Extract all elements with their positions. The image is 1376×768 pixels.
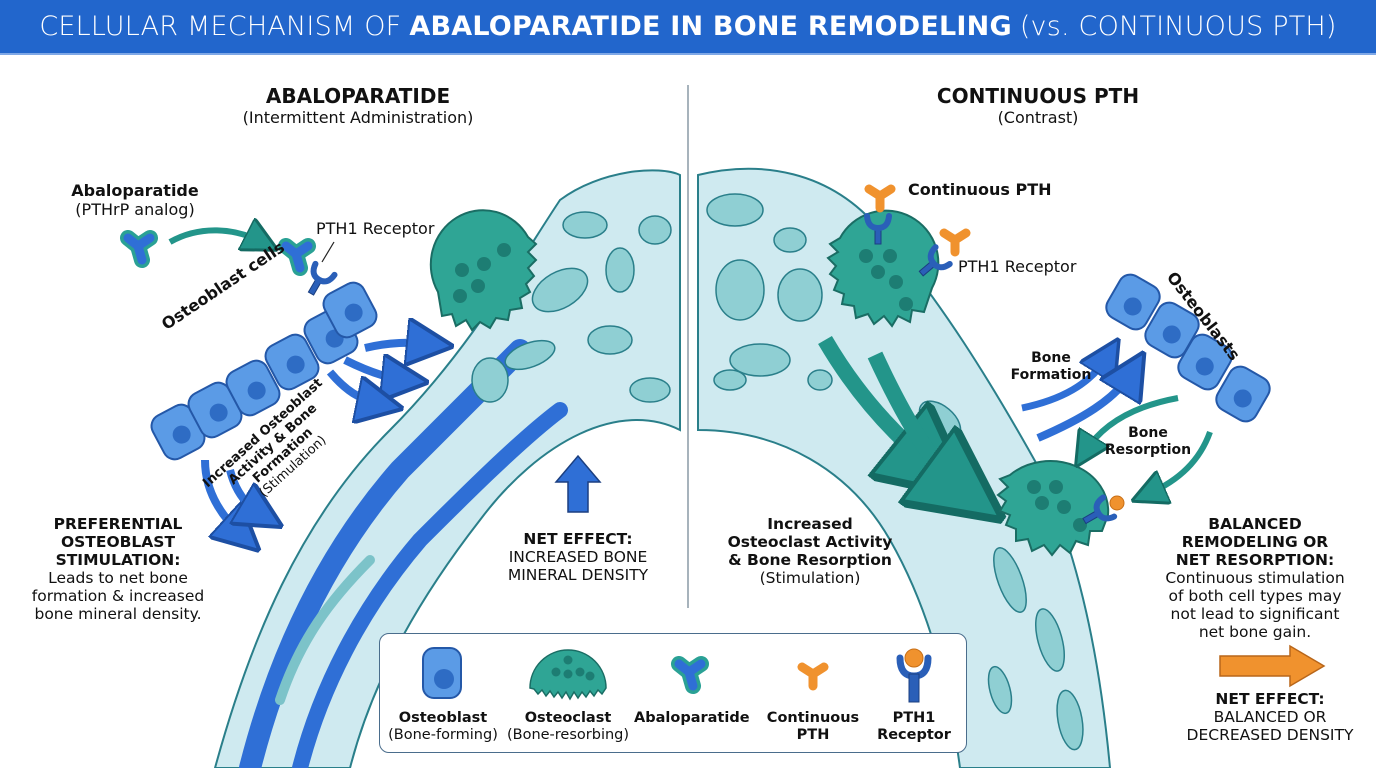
right-balance-arrows [1021,356,1213,494]
right-osteoclast-bottom [996,460,1110,557]
left-osteoclast [429,209,538,332]
header-title-prefix: CELLULAR MECHANISM OF [39,11,402,42]
bone-formation-label: Bone Formation [1010,350,1092,383]
net-effect-up-arrow [554,454,602,513]
abaloparatide-label: Abaloparatide (PTHrP analog) [60,181,210,219]
left-panel-subtitle: (Intermittent Administration) [242,108,474,127]
left-receptor-label: PTH1 Receptor [316,219,435,238]
continuous-pth-molecule-icon [783,644,843,706]
bone-resorption-label: Bone Resorption [1104,425,1192,458]
right-panel-heading: CONTINUOUS PTH (Contrast) [898,84,1178,127]
right-summary: BALANCED REMODELING OR NET RESORPTION: C… [1165,515,1345,641]
right-osteoclast-top [826,209,940,328]
osteoblast-icon [422,647,462,699]
right-resorption-arrows [818,335,965,492]
pth1-receptor-icon [896,648,932,703]
left-bone-trabecular [213,169,681,768]
right-panel-title: CONTINUOUS PTH [936,84,1140,108]
left-summary: PREFERENTIAL OSTEOBLAST STIMULATION: Lea… [31,515,205,623]
right-receptor-label: PTH1 Receptor [958,257,1077,276]
drug-sublabel: (PTHrP analog) [75,200,195,219]
page-header: CELLULAR MECHANISM OF ABALOPARATIDE IN B… [0,0,1376,55]
left-panel-heading: ABALOPARATIDE (Intermittent Administrati… [218,84,498,127]
continuous-pth-label: Continuous PTH [908,180,1052,199]
osteoclast-icon [529,649,607,701]
continuous-pth-molecule-1 [869,189,891,208]
osteoclast-activity-label: Increased Osteoclast Activity & Bone Res… [727,515,893,587]
legend-item-osteoblast: Osteoblast (Bone-forming) [384,634,502,752]
legend-item-continuous-pth: Continuous PTH [758,634,868,752]
abaloparatide-molecule-free [128,238,150,260]
left-net-effect: NET EFFECT: INCREASED BONE MINERAL DENSI… [507,530,649,584]
left-panel-title: ABALOPARATIDE [265,84,451,108]
header-title-bold: ABALOPARATIDE IN BONE REMODELING [409,11,1012,42]
net-effect-right-arrow [1219,644,1326,688]
right-net-effect: NET EFFECT: BALANCED OR DECREASED DENSIT… [1186,690,1354,744]
continuous-pth-molecule-2 [944,233,966,252]
legend: Osteoblast (Bone-forming) Osteoclast (Bo… [379,633,967,753]
right-panel-subtitle: (Contrast) [997,108,1079,127]
binding-arrow [168,230,262,242]
legend-item-pth1-receptor: PTH1 Receptor [866,634,962,752]
drug-label: Abaloparatide [71,181,199,200]
legend-item-osteoclast: Osteoclast (Bone-resorbing) [506,634,630,752]
legend-item-abaloparatide: Abaloparatide [634,634,750,752]
abaloparatide-molecule-icon [659,644,719,706]
left-formation-arrows [201,343,430,535]
abaloparatide-molecule-bound [286,246,308,268]
header-title-suffix: (vs. CONTINUOUS PTH) [1019,11,1337,42]
